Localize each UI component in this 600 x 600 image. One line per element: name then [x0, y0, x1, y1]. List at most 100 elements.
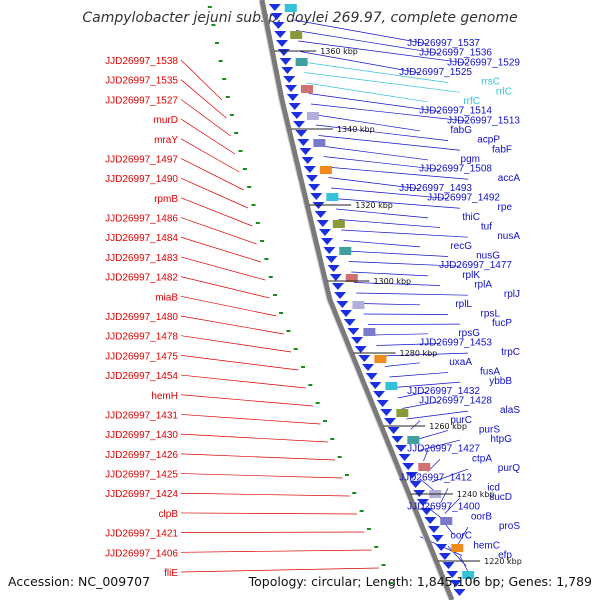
right-connector [346, 250, 449, 257]
right-connector [393, 381, 461, 388]
right-gene-label: JJD26997_1428 [419, 395, 492, 406]
gene-arrow [290, 112, 303, 119]
right-connector [343, 240, 421, 248]
gene-block [418, 463, 431, 471]
right-gene-label: purS [479, 424, 500, 435]
left-connector [180, 453, 336, 461]
gene-dot [366, 528, 371, 530]
gene-dot [211, 24, 216, 26]
left-gene-label: JJD26997_1425 [105, 470, 178, 481]
gene-block [284, 4, 297, 12]
gene-arrow [310, 193, 323, 200]
right-connector [328, 177, 421, 190]
gene-arrow [376, 400, 389, 407]
gene-dot [242, 168, 247, 170]
kbp-tick-label: 1280 kbp [400, 349, 438, 358]
right-gene-label: rplJ [504, 289, 520, 300]
left-connector [180, 414, 321, 425]
gene-dot [286, 330, 291, 332]
gene-arrow [301, 157, 314, 164]
gene-arrow [270, 13, 283, 20]
right-connector [457, 526, 469, 546]
left-gene-label: JJD26997_1430 [105, 430, 178, 441]
left-connector [180, 355, 299, 371]
gene-arrow [308, 184, 321, 191]
right-connector [356, 292, 469, 296]
right-gene-label: JJD26997_1432 [407, 386, 480, 397]
gene-arrow [321, 238, 334, 245]
backbone-highlight [258, 0, 450, 600]
gene-dot [308, 384, 313, 386]
right-gene-label: fabG [450, 125, 472, 136]
gene-dot [251, 204, 256, 206]
right-gene-label: JJD26997_1514 [419, 106, 492, 117]
right-connector [353, 282, 441, 286]
gene-dot [301, 366, 306, 368]
gene-arrow [383, 418, 396, 425]
right-gene-label: uxaA [449, 357, 472, 368]
gene-block [451, 544, 464, 552]
gene-dot [273, 294, 278, 296]
gene-arrow [438, 553, 451, 560]
left-gene-label: JJD26997_1426 [105, 450, 178, 461]
left-gene-label: JJD26997_1484 [105, 233, 178, 244]
gene-dot [215, 42, 219, 44]
left-gene-label: JJD26997_1406 [105, 548, 178, 559]
left-gene-label: JJD26997_1431 [105, 410, 178, 421]
right-gene-label: pgm [461, 154, 480, 165]
gene-block [440, 517, 453, 525]
gene-arrow [362, 364, 375, 371]
right-gene-label: rpsL [481, 308, 501, 319]
left-connector [180, 99, 231, 137]
gene-arrow [268, 4, 281, 11]
right-gene-label: acpP [477, 135, 500, 146]
gene-arrow [314, 211, 327, 218]
gene-block [407, 436, 420, 444]
gene-dot [388, 582, 393, 584]
gene-arrow [365, 373, 378, 380]
gene-arrow [297, 139, 310, 146]
left-connector [180, 138, 240, 173]
right-connector [351, 271, 429, 277]
right-gene-label: JJD26997_1493 [399, 183, 472, 194]
left-gene-label: clpB [159, 509, 179, 520]
right-gene-label: JJD26997_1453 [419, 337, 492, 348]
right-connector [440, 488, 449, 504]
right-connector [323, 156, 441, 170]
gene-dot [315, 402, 320, 404]
gene-arrow [276, 40, 288, 47]
gene-arrow [325, 256, 338, 263]
gene-dot [260, 240, 265, 242]
gene-dot [234, 132, 239, 134]
right-gene-label: tuf [481, 222, 492, 233]
left-connector [180, 315, 284, 335]
right-gene-label: rrfC [463, 96, 480, 107]
right-gene-label: oorC [450, 531, 472, 542]
right-connector [333, 198, 461, 209]
right-connector [372, 333, 429, 336]
right-connector [423, 449, 429, 462]
right-connector [315, 124, 449, 141]
gene-arrow [420, 508, 433, 515]
gene-block [326, 193, 339, 201]
left-gene-label: JJD26997_1475 [105, 351, 178, 362]
gene-arrow [398, 454, 411, 461]
left-connector [180, 473, 343, 479]
right-gene-label: JJD26997_1400 [407, 502, 480, 513]
right-gene-label: rrsC [481, 77, 500, 88]
left-connector [180, 549, 372, 553]
gene-arrow [340, 310, 353, 317]
right-gene-label: fucP [492, 318, 512, 329]
right-connector [348, 261, 461, 267]
right-gene-label: hemC [473, 540, 500, 551]
gene-arrow [354, 346, 367, 353]
gene-block [374, 355, 387, 363]
right-gene-label: nusG [476, 251, 500, 262]
gene-dot [359, 510, 364, 512]
left-gene-label: JJD26997_1486 [105, 214, 178, 225]
gene-arrow [431, 535, 444, 542]
genome-backbone [258, 0, 455, 600]
gene-arrow [453, 589, 466, 596]
right-connector [419, 439, 461, 451]
